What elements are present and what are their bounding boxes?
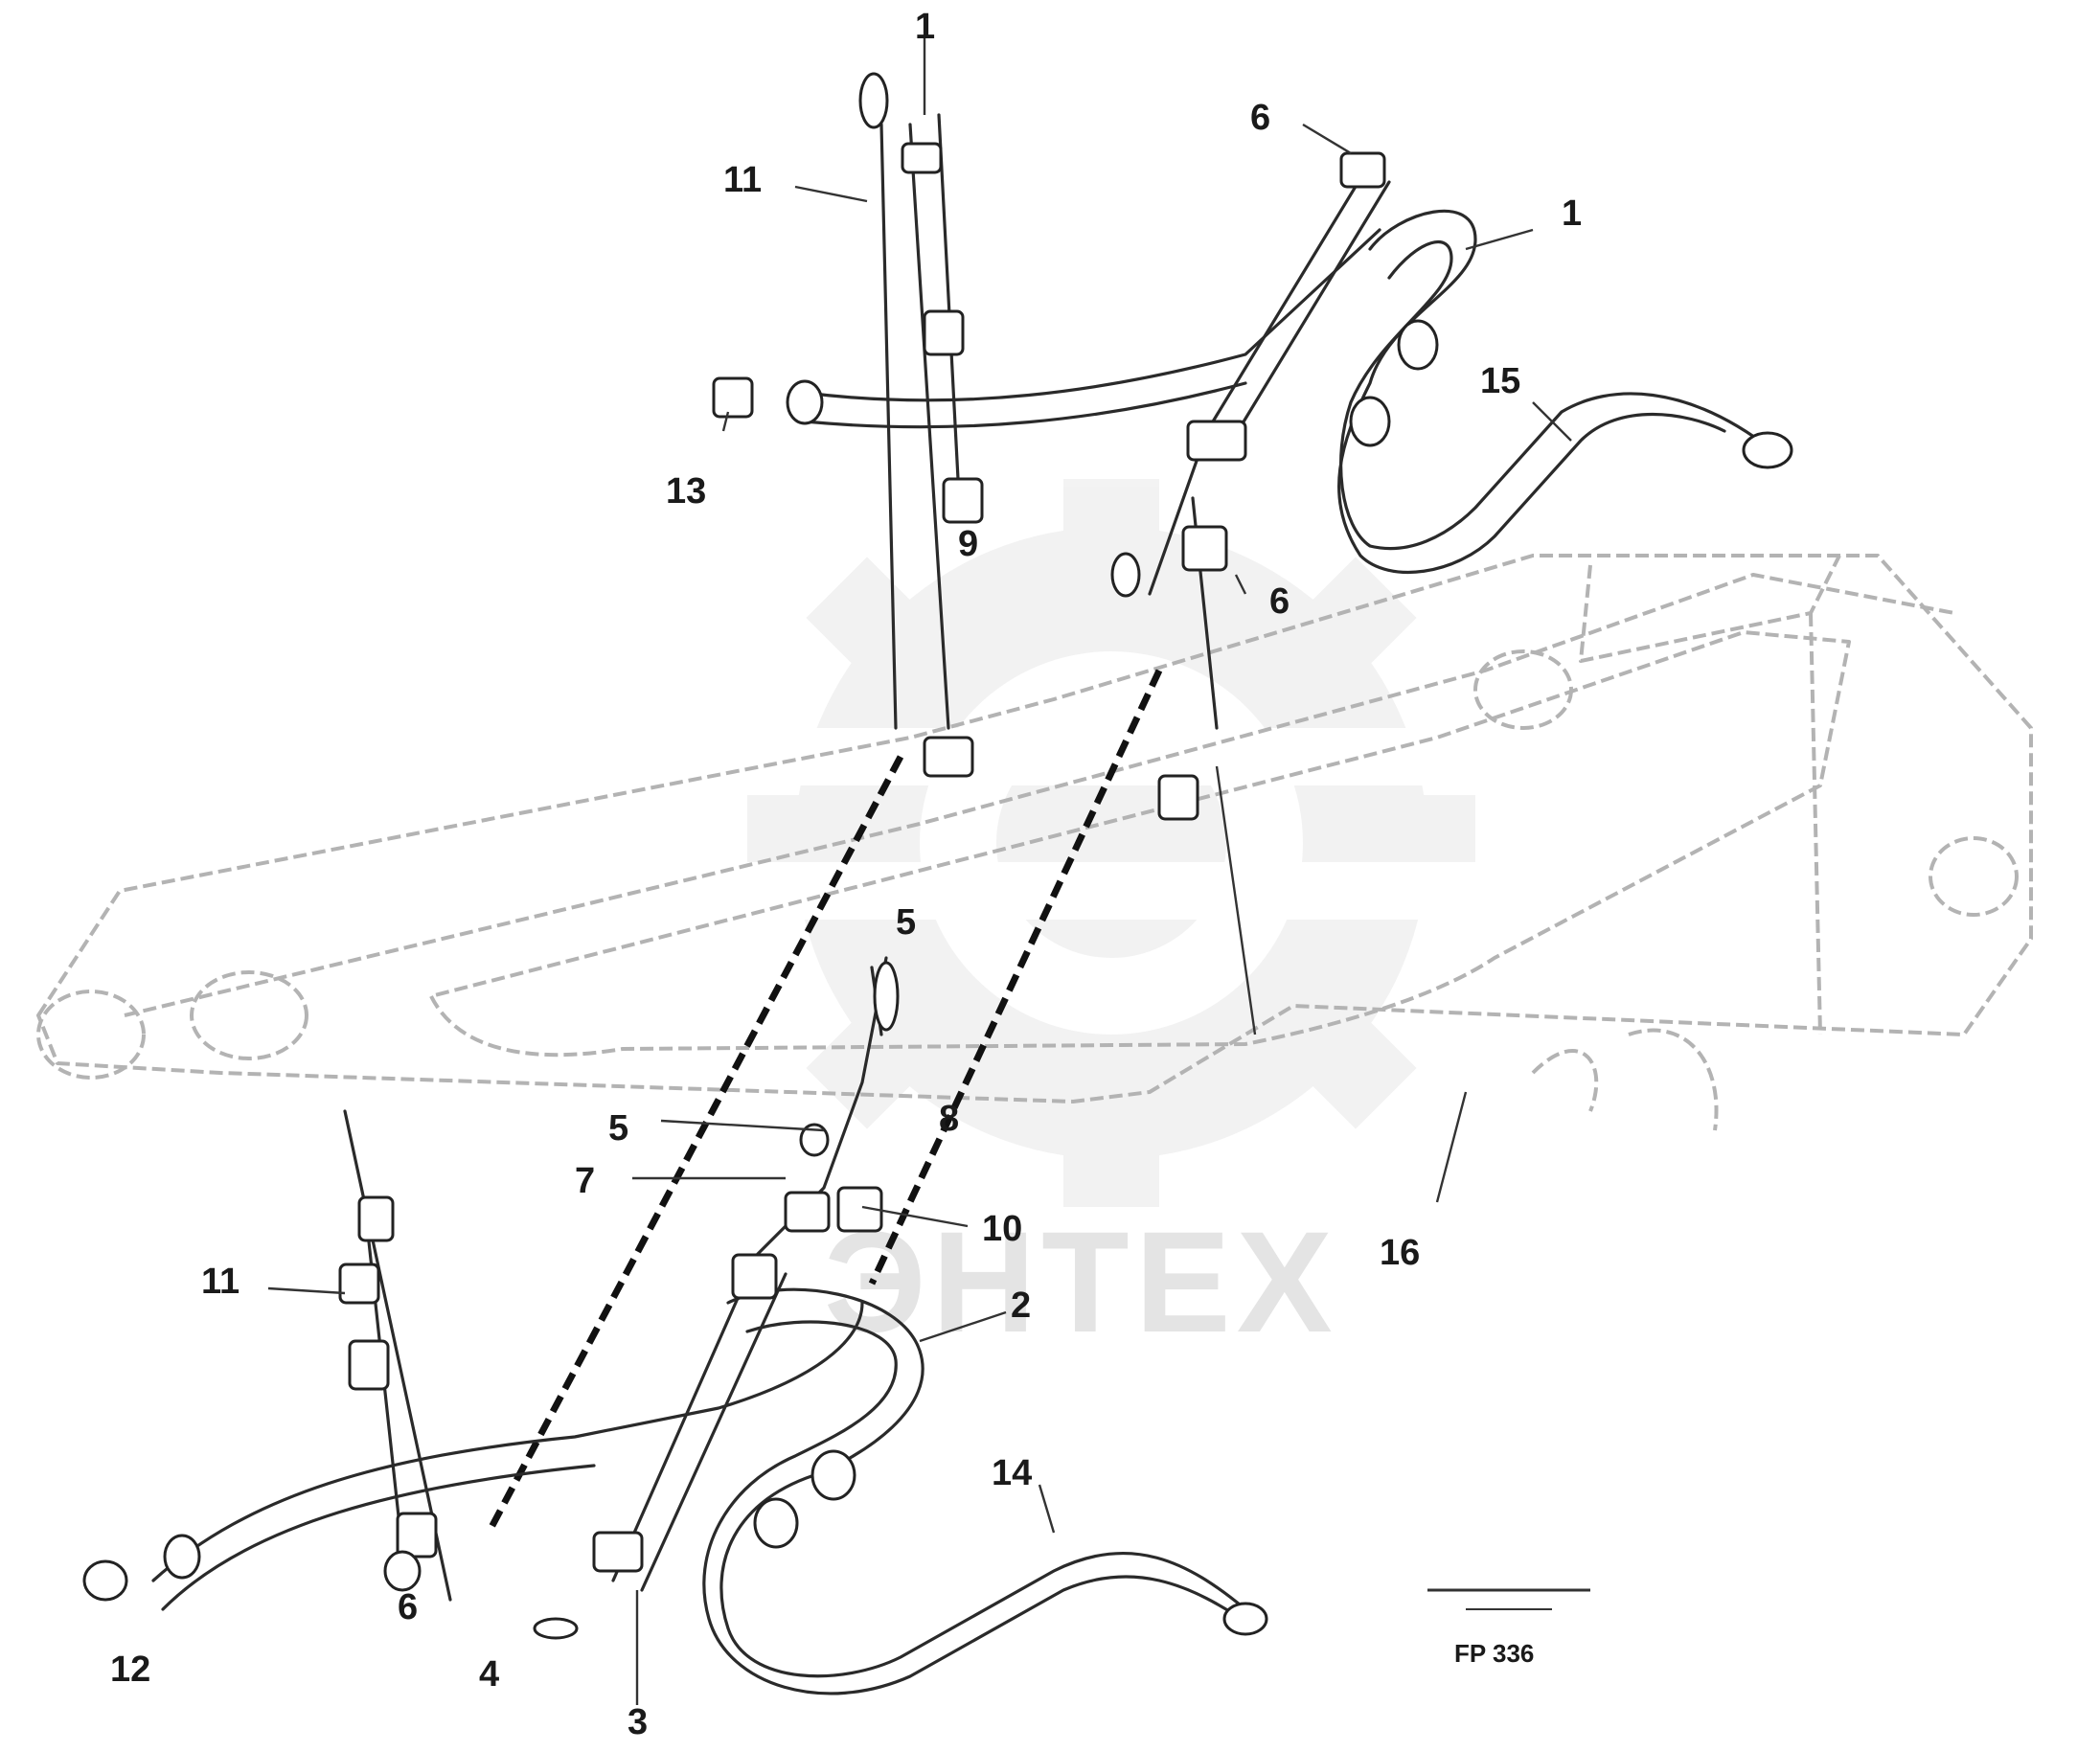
fitting-icon [873,961,900,1032]
drawing-code: FP 336 [1454,1639,1534,1668]
boom-pin-hole-upper [1473,649,1573,730]
watermark-gear-logo [671,479,1533,1207]
part-label-4: 4 [479,1654,499,1695]
fitting-icon [1742,431,1793,469]
part-label-5-lower: 5 [608,1108,628,1149]
fitting-icon [348,1339,390,1391]
fitting-icon [1157,774,1199,821]
fitting-icon [942,477,984,524]
part-label-1-top: 1 [915,7,935,47]
lower-pipes [82,956,1268,1695]
boom-outline [36,554,2033,1131]
fitting-icon [592,1531,644,1573]
part-label-11-top: 11 [723,160,762,200]
part-label-15: 15 [1480,361,1520,401]
boom-pin-hole-left [36,990,146,1080]
part-label-16: 16 [1380,1233,1420,1273]
fitting-icon [858,72,889,129]
fitting-icon [82,1559,128,1602]
fitting-icon [383,1550,422,1592]
fitting-icon [163,1534,201,1580]
part-label-6-mid: 6 [1269,581,1290,622]
part-label-6-top: 6 [1250,98,1270,138]
fitting-icon [1181,525,1228,572]
part-labels: 1 1 2 3 4 5 5 6 6 6 7 8 9 10 11 11 12 13… [110,7,1582,1742]
fitting-icon [533,1617,579,1640]
fitting-icon [799,1123,830,1157]
part-label-12: 12 [110,1650,150,1690]
fitting-icon [786,379,824,425]
drawing-code-stamp: FP 336 [1427,1588,1590,1668]
watermark-text: ЭНТЕХ [824,1201,1338,1362]
part-label-5-upper: 5 [896,902,916,943]
part-label-9: 9 [958,524,978,564]
part-label-10: 10 [982,1209,1022,1249]
fitting-icon [1222,1602,1268,1636]
boom-pin-hole-left-2 [190,970,308,1060]
fitting-icon [1186,420,1247,462]
fitting-icon [923,309,965,356]
part-label-1: 1 [1562,193,1582,234]
fitting-icon [784,1191,831,1233]
upper-pipes [712,72,1793,821]
fitting-icon [1397,319,1439,371]
part-label-13: 13 [666,471,706,512]
fitting-icon [396,1512,438,1559]
boom-pin-hole-right [1929,836,2019,917]
part-label-2: 2 [1011,1286,1031,1326]
fitting-icon [1349,396,1391,447]
part-label-6-lower: 6 [398,1587,418,1627]
fitting-icon [1339,151,1386,189]
fitting-icon [901,142,943,174]
part-label-3: 3 [628,1702,648,1742]
part-label-14: 14 [992,1453,1032,1493]
fitting-icon [1110,552,1141,598]
fitting-icon [712,376,754,419]
fitting-icon [810,1449,856,1501]
part-label-11-lower: 11 [201,1262,240,1302]
part-label-8: 8 [939,1099,959,1139]
dashed-pipe-runs [485,669,1163,1535]
part-label-7: 7 [575,1161,595,1201]
fitting-icon [338,1263,380,1305]
leader-lines [267,38,1572,1705]
fitting-icon [731,1253,778,1300]
fitting-icon [753,1497,799,1549]
fitting-icon [923,736,974,778]
fitting-icon [357,1195,395,1242]
